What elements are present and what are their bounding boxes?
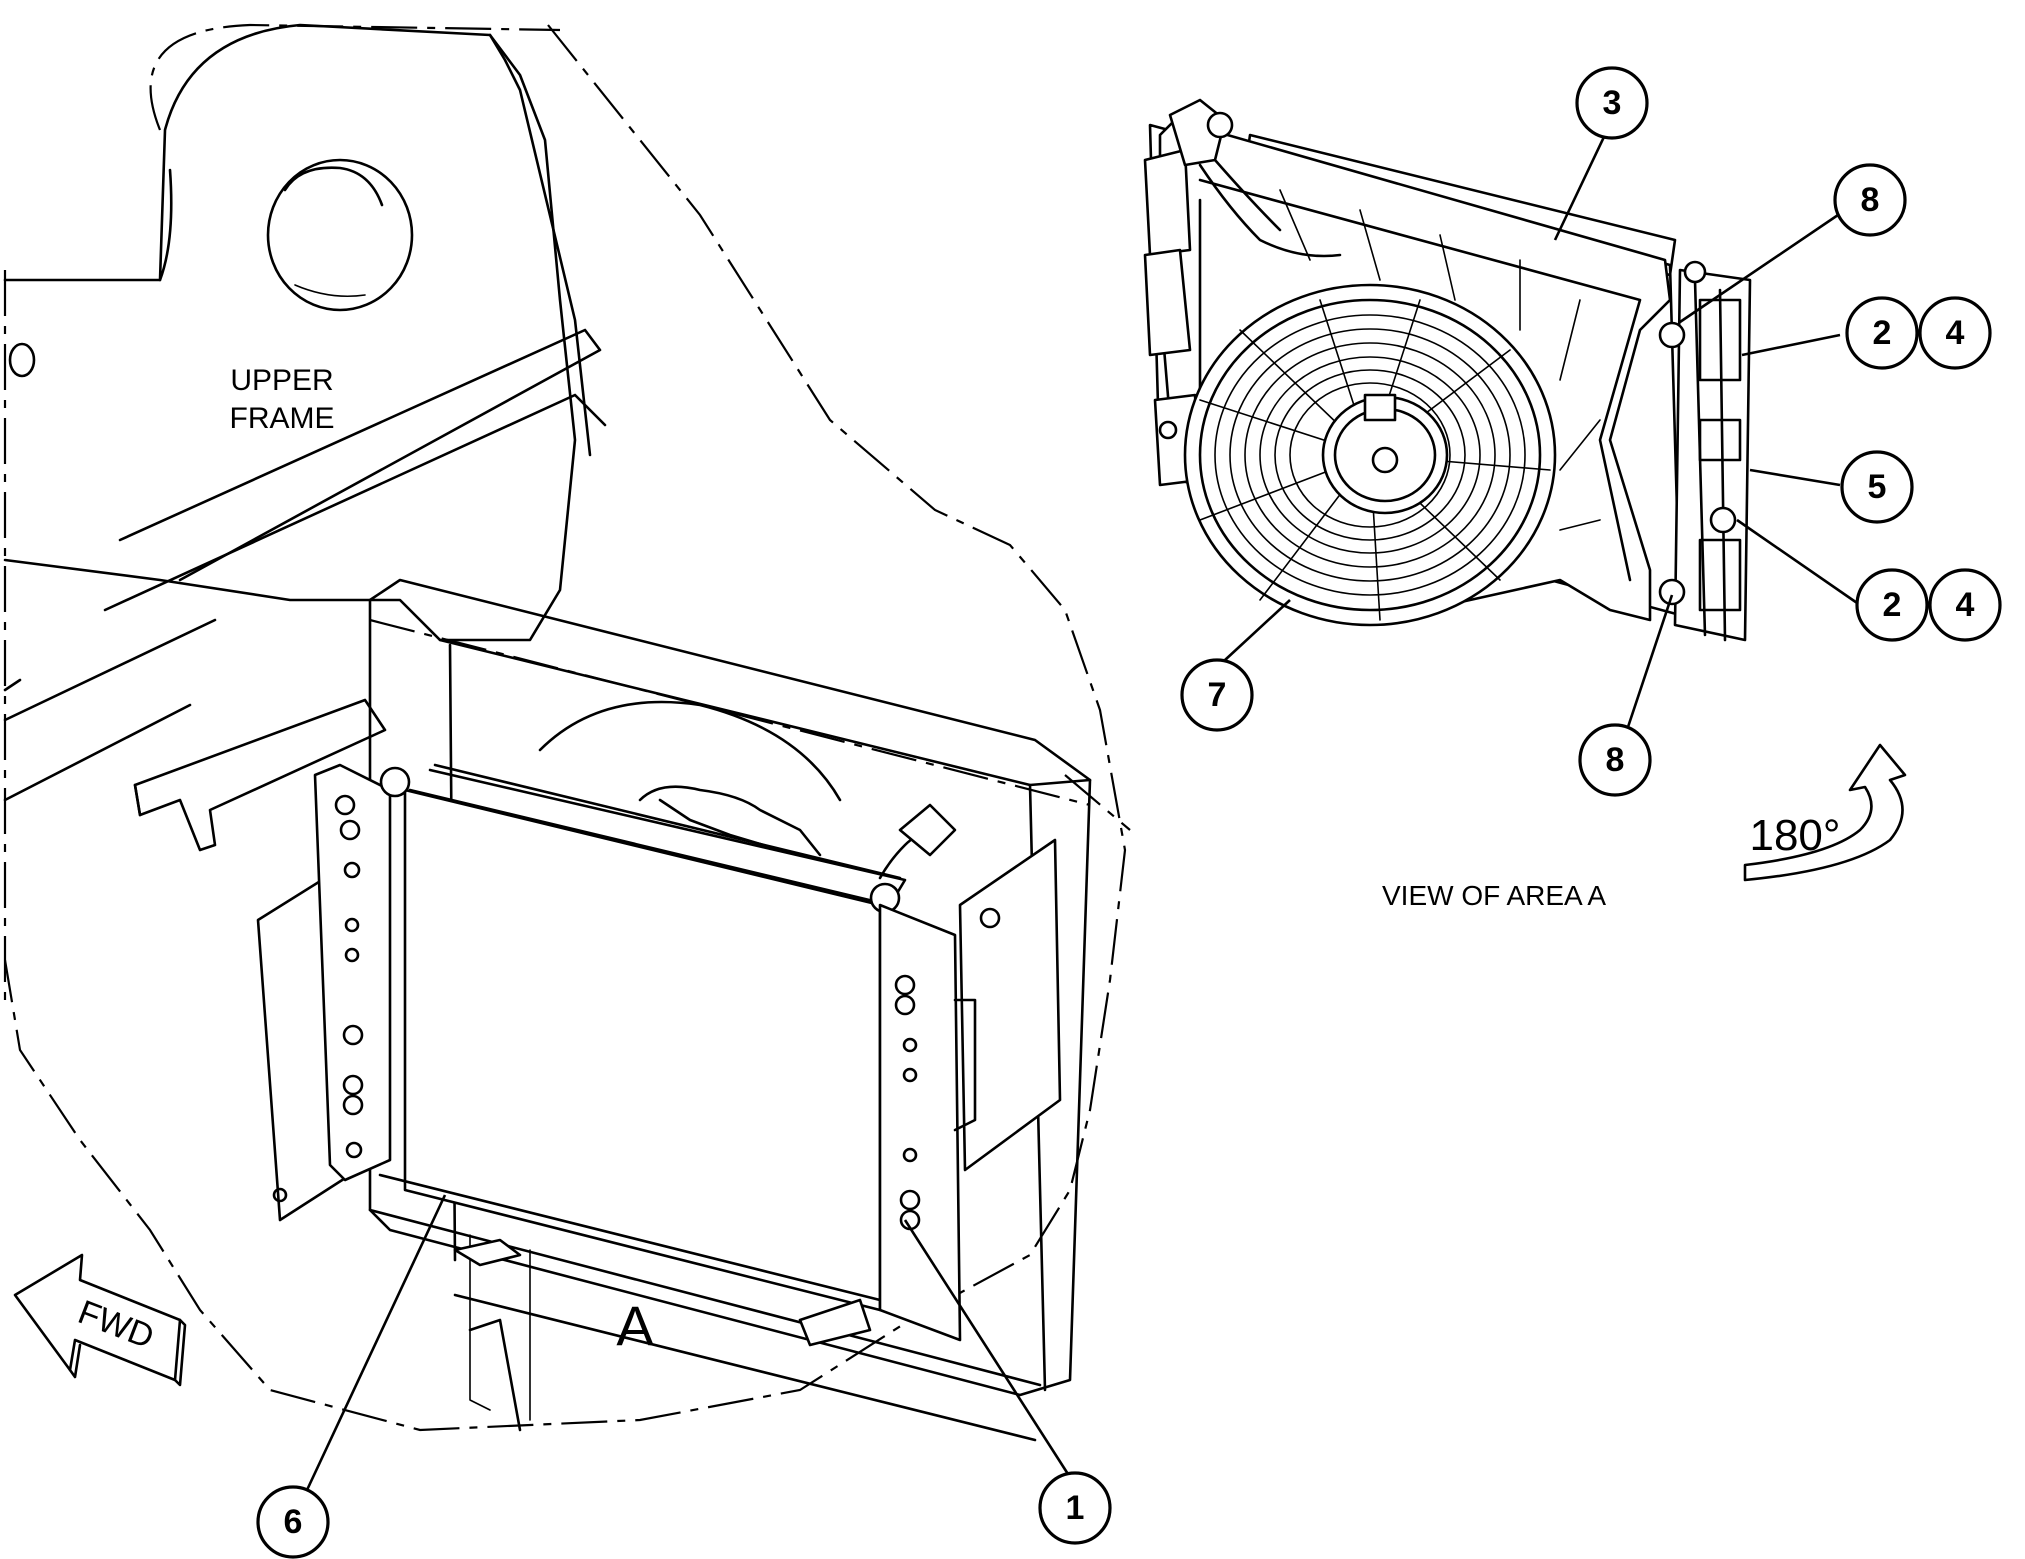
svg-text:4: 4 (1956, 586, 1975, 624)
area-letter: A (616, 1294, 654, 1357)
radiator-left (256, 763, 1062, 1347)
svg-text:2: 2 (1883, 586, 1902, 624)
svg-text:8: 8 (1861, 181, 1880, 219)
svg-text:1: 1 (1066, 1489, 1085, 1527)
callout-2-top: 2 (1845, 296, 1919, 370)
callout-1: 1 (1038, 1471, 1112, 1545)
svg-text:7: 7 (1208, 676, 1227, 714)
callout-3: 3 (1575, 66, 1649, 140)
view-caption: VIEW OF AREA A (1382, 880, 1606, 911)
callout-5: 5 (1840, 450, 1914, 524)
fan-assembly-view (1143, 98, 1752, 642)
upper-frame-label: UPPER (230, 364, 333, 397)
callout-6: 6 (256, 1485, 330, 1559)
callout-4-top: 4 (1918, 296, 1992, 370)
svg-text:2: 2 (1873, 314, 1892, 352)
rotation-label: 180° (1749, 811, 1840, 860)
callout-8-top: 8 (1833, 163, 1907, 237)
svg-text:8: 8 (1606, 741, 1625, 779)
svg-text:4: 4 (1946, 314, 1965, 352)
svg-text:5: 5 (1868, 468, 1887, 506)
callout-8-bottom: 8 (1578, 723, 1652, 797)
callout-7: 7 (1180, 658, 1254, 732)
leader-lines (298, 119, 1861, 1506)
fwd-arrow-icon (13, 1253, 187, 1387)
upper-frame-label-2: FRAME (230, 402, 335, 435)
upper-frame-drawing (3, 23, 1131, 1442)
rotation-arrow-icon (1743, 743, 1907, 882)
svg-text:6: 6 (284, 1503, 303, 1541)
callout-4-bottom: 4 (1928, 568, 2002, 642)
svg-text:3: 3 (1603, 84, 1622, 122)
callout-2-bottom: 2 (1855, 568, 1929, 642)
